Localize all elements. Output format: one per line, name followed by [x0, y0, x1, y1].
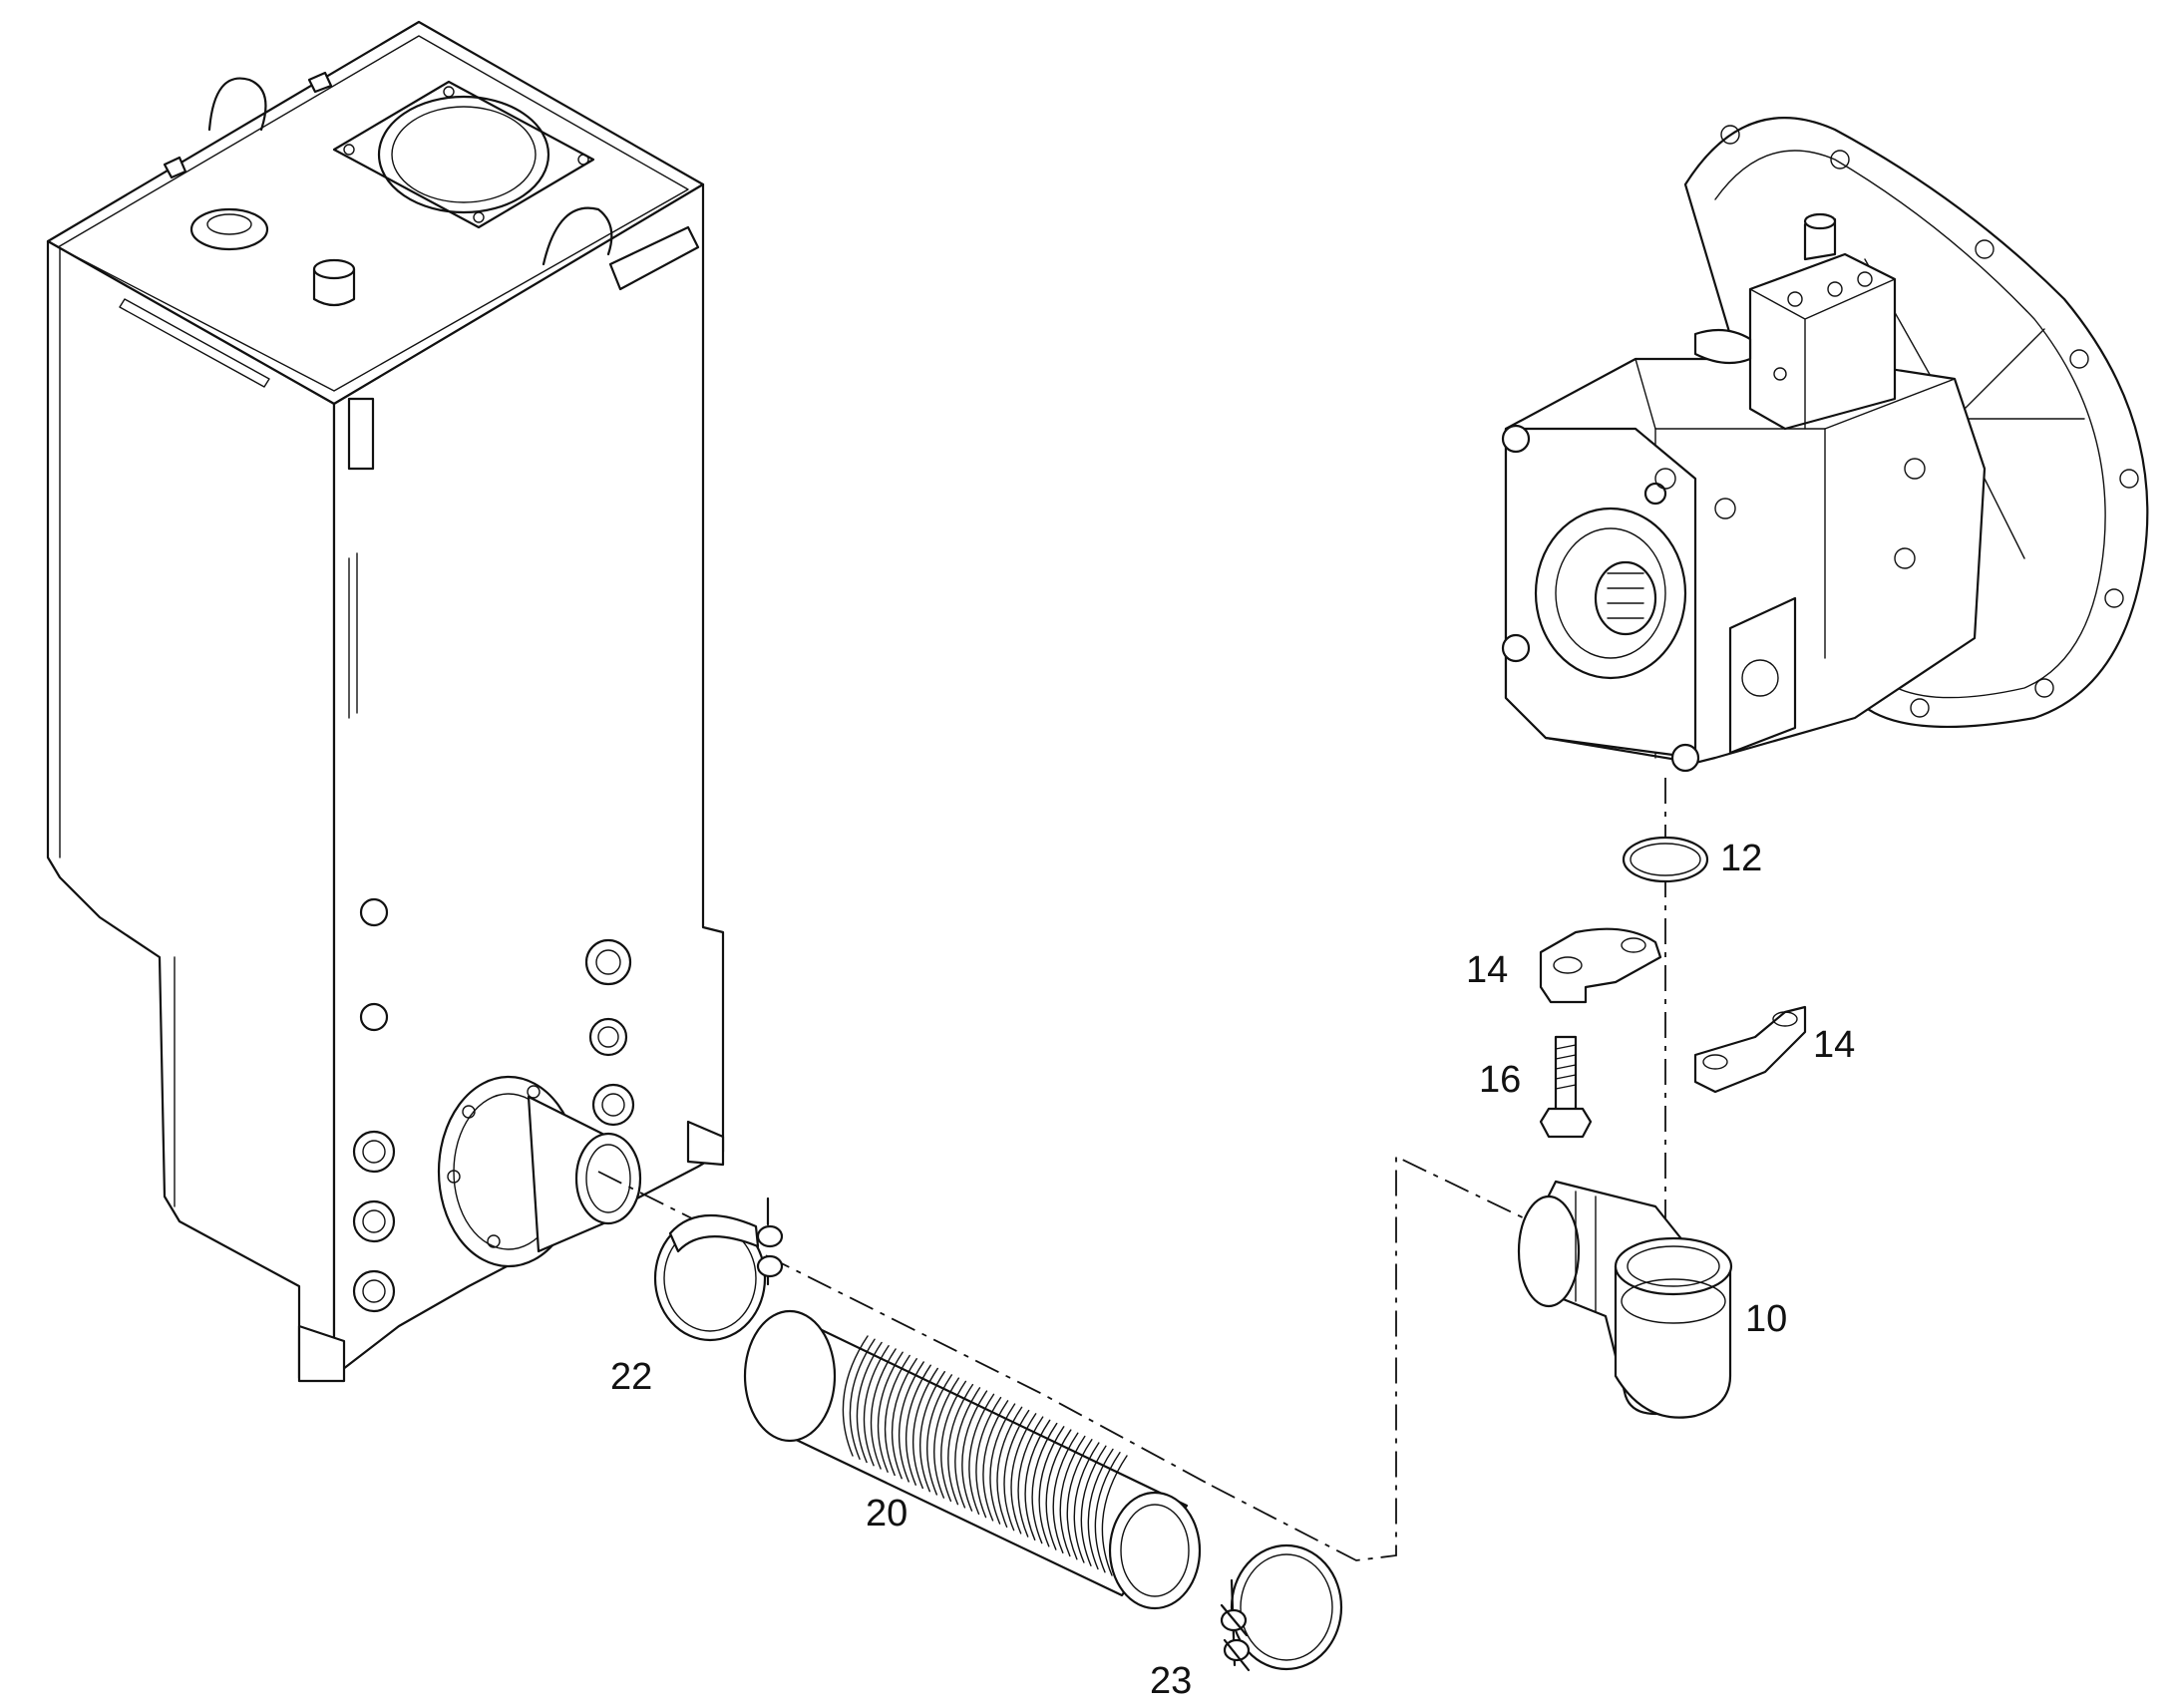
hose-corrugation-ring	[877, 1351, 904, 1473]
hose-corrugation-ring	[940, 1380, 967, 1503]
hose-corrugation-ring	[996, 1406, 1023, 1529]
plate-bolts	[1720, 125, 2139, 718]
callout-12: 12	[1720, 838, 1762, 879]
tank-outlet-flange	[437, 1075, 642, 1268]
hose-corrugation-ring	[919, 1370, 945, 1493]
hose-corrugation-ring	[1059, 1435, 1086, 1557]
tank-fittings	[352, 897, 635, 1313]
hose-corrugation-ring	[989, 1403, 1016, 1525]
hose-corrugation-ring	[884, 1354, 910, 1477]
hose-corrugation-ring	[947, 1383, 974, 1506]
suction-elbow	[1517, 1180, 1733, 1419]
callout-20: 20	[866, 1493, 908, 1535]
hose-corrugation-ring	[1066, 1439, 1093, 1560]
hose-corrugation-ring	[912, 1367, 938, 1490]
hex-bolt	[1539, 1035, 1593, 1139]
callout-14-left: 14	[1466, 949, 1508, 991]
hose-corrugation-ring	[975, 1396, 1002, 1519]
hose-corrugation-ring	[1031, 1422, 1058, 1544]
callout-labels: 22 20 23 10 12 14 14 16	[610, 838, 1855, 1702]
hose-corrugation-ring	[905, 1364, 931, 1486]
callout-10: 10	[1745, 1298, 1787, 1340]
corrugated-suction-hose	[743, 1309, 1202, 1610]
callout-22: 22	[610, 1356, 652, 1398]
hose-corrugation-ring	[1024, 1419, 1051, 1541]
o-ring	[1622, 836, 1709, 883]
hose-corrugation-ring	[856, 1341, 883, 1464]
hose-corrugation-ring	[968, 1393, 995, 1516]
hose-corrugation-ring	[926, 1374, 953, 1496]
split-flange-half-right	[1693, 1005, 1807, 1094]
hose-corrugation-ring	[842, 1335, 869, 1457]
hose-corrugation-ring	[1003, 1409, 1030, 1532]
hose-corrugation-ring	[1038, 1426, 1065, 1547]
hose-corrugation-ring	[870, 1348, 897, 1470]
hose-corrugation-ring	[1052, 1432, 1079, 1553]
callout-14-right: 14	[1813, 1024, 1855, 1066]
hose-clamp-tank-side	[653, 1196, 784, 1342]
hose-corrugation-ring	[1073, 1442, 1100, 1563]
hose-corrugation-ring	[1010, 1413, 1037, 1535]
hose-corrugation-ring	[933, 1377, 960, 1499]
hose-corrugation-ring	[1094, 1452, 1121, 1573]
hose-corrugation-ring	[1080, 1445, 1107, 1566]
hose-corrugation-ring	[954, 1387, 981, 1509]
assembly-center-lines	[597, 778, 1666, 1561]
hose-corrugation-ring	[1087, 1448, 1114, 1570]
hose-corrugation-ring	[898, 1361, 924, 1483]
callout-23: 23	[1150, 1660, 1192, 1702]
hydraulic-tank	[46, 20, 725, 1383]
hose-corrugation-ring	[849, 1338, 876, 1460]
callout-16: 16	[1479, 1059, 1521, 1101]
hose-corrugation-ring	[1045, 1429, 1072, 1550]
hose-corrugation-ring	[961, 1390, 988, 1512]
hydraulic-pump	[1501, 117, 2149, 773]
hose-clamp-pump-side	[1220, 1543, 1343, 1672]
split-flange-half-left	[1539, 927, 1662, 1004]
hose-corrugation-ring	[891, 1358, 917, 1480]
hose-corrugation-ring	[982, 1400, 1009, 1522]
hose-corrugation-ring	[863, 1345, 890, 1467]
hose-corrugation-ring	[1101, 1455, 1128, 1576]
hose-corrugation-ring	[1017, 1416, 1044, 1537]
hose-corrugations	[842, 1335, 1128, 1576]
